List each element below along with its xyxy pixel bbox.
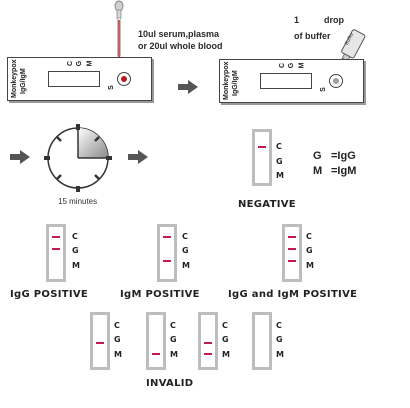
igg-line: [52, 248, 60, 250]
strip-invalid-1: [90, 312, 110, 370]
cassette-brand-1: Monkeypox IgG/IgM: [11, 59, 27, 98]
mark-g: G: [114, 335, 121, 344]
well-label-2: S: [319, 87, 327, 92]
test-cassette-1: Monkeypox IgG/IgM C G M S: [7, 57, 152, 101]
arrow-right-icon: [178, 80, 198, 94]
label-negative: NEGATIVE: [238, 199, 296, 210]
sample-volume-text-2: or 20ul whole blood: [138, 41, 223, 51]
strip-igg-positive: [46, 224, 66, 282]
well-label-1: S: [107, 85, 115, 90]
mark-m: M: [306, 261, 314, 270]
mark-m: M: [114, 350, 122, 359]
strip-invalid-3: [198, 312, 218, 370]
timer-label: 15 minutes: [58, 197, 98, 206]
igg-line: [288, 248, 296, 250]
mark-c: C: [170, 321, 176, 330]
strip-both-positive: [282, 224, 302, 282]
igm-line: [288, 260, 296, 262]
strip-invalid-2: [146, 312, 166, 370]
buffer-drop-word: drop: [324, 15, 344, 25]
igm-line: [204, 353, 212, 355]
mark-g: G: [182, 246, 189, 255]
mark-g: G: [306, 246, 313, 255]
timer-clock-icon: [44, 124, 112, 192]
mark-m: M: [222, 350, 230, 359]
cassette-mark-g-1: G: [76, 60, 84, 67]
test-cassette-2: Monkeypox IgG/IgM C G M S: [219, 59, 364, 103]
sample-well-1: [117, 72, 131, 86]
mark-c: C: [72, 232, 78, 241]
igg-line: [204, 342, 212, 344]
label-igg-positive: IgG POSITIVE: [10, 289, 89, 300]
mark-c: C: [222, 321, 228, 330]
legend-g-eq: =IgG: [331, 150, 356, 162]
mark-c: C: [182, 232, 188, 241]
sample-volume-text-1: 10ul serum,plasma: [138, 29, 220, 39]
mark-g: G: [222, 335, 229, 344]
legend-m-letter: M: [313, 165, 323, 177]
strip-invalid-4: [252, 312, 272, 370]
result-window-1: [48, 71, 100, 87]
mark-c: C: [276, 321, 282, 330]
mark-m: M: [276, 171, 284, 180]
mark-m: M: [170, 350, 178, 359]
cassette-mark-c-2: C: [279, 62, 287, 69]
buffer-text-2: of buffer: [294, 31, 331, 41]
control-line: [163, 236, 171, 238]
cassette-brand-2: Monkeypox IgG/IgM: [223, 61, 239, 100]
sample-well-2: [329, 74, 343, 88]
result-window-2: [260, 73, 312, 89]
mark-c: C: [276, 142, 282, 151]
cassette-mark-m-1: M: [86, 60, 94, 67]
legend-g-letter: G: [313, 150, 322, 162]
igg-line: [96, 342, 104, 344]
mark-m: M: [72, 261, 80, 270]
igm-line: [152, 353, 160, 355]
buffer-num: 1: [294, 15, 300, 25]
label-igm-positive: IgM POSITIVE: [120, 289, 200, 300]
mark-m: M: [182, 261, 190, 270]
strip-igm-positive: [157, 224, 177, 282]
cassette-mark-g-2: G: [288, 62, 296, 69]
control-line: [52, 236, 60, 238]
mark-c: C: [114, 321, 120, 330]
mark-c: C: [306, 232, 312, 241]
mark-m: M: [276, 350, 284, 359]
legend-m-eq: =IgM: [331, 165, 357, 177]
label-invalid: INVALID: [146, 378, 194, 389]
strip-negative: [252, 129, 272, 186]
control-line: [288, 236, 296, 238]
label-both-positive: IgG and IgM POSITIVE: [228, 289, 358, 300]
arrow-right-icon: [10, 150, 30, 164]
cassette-mark-m-2: M: [298, 62, 306, 69]
mark-g: G: [276, 335, 283, 344]
igm-line: [163, 260, 171, 262]
mark-g: G: [276, 157, 283, 166]
mark-g: G: [170, 335, 177, 344]
cassette-mark-c-1: C: [67, 60, 75, 67]
dropper-icon: [114, 0, 124, 75]
control-line: [258, 146, 266, 148]
arrow-right-icon: [128, 150, 148, 164]
mark-g: G: [72, 246, 79, 255]
